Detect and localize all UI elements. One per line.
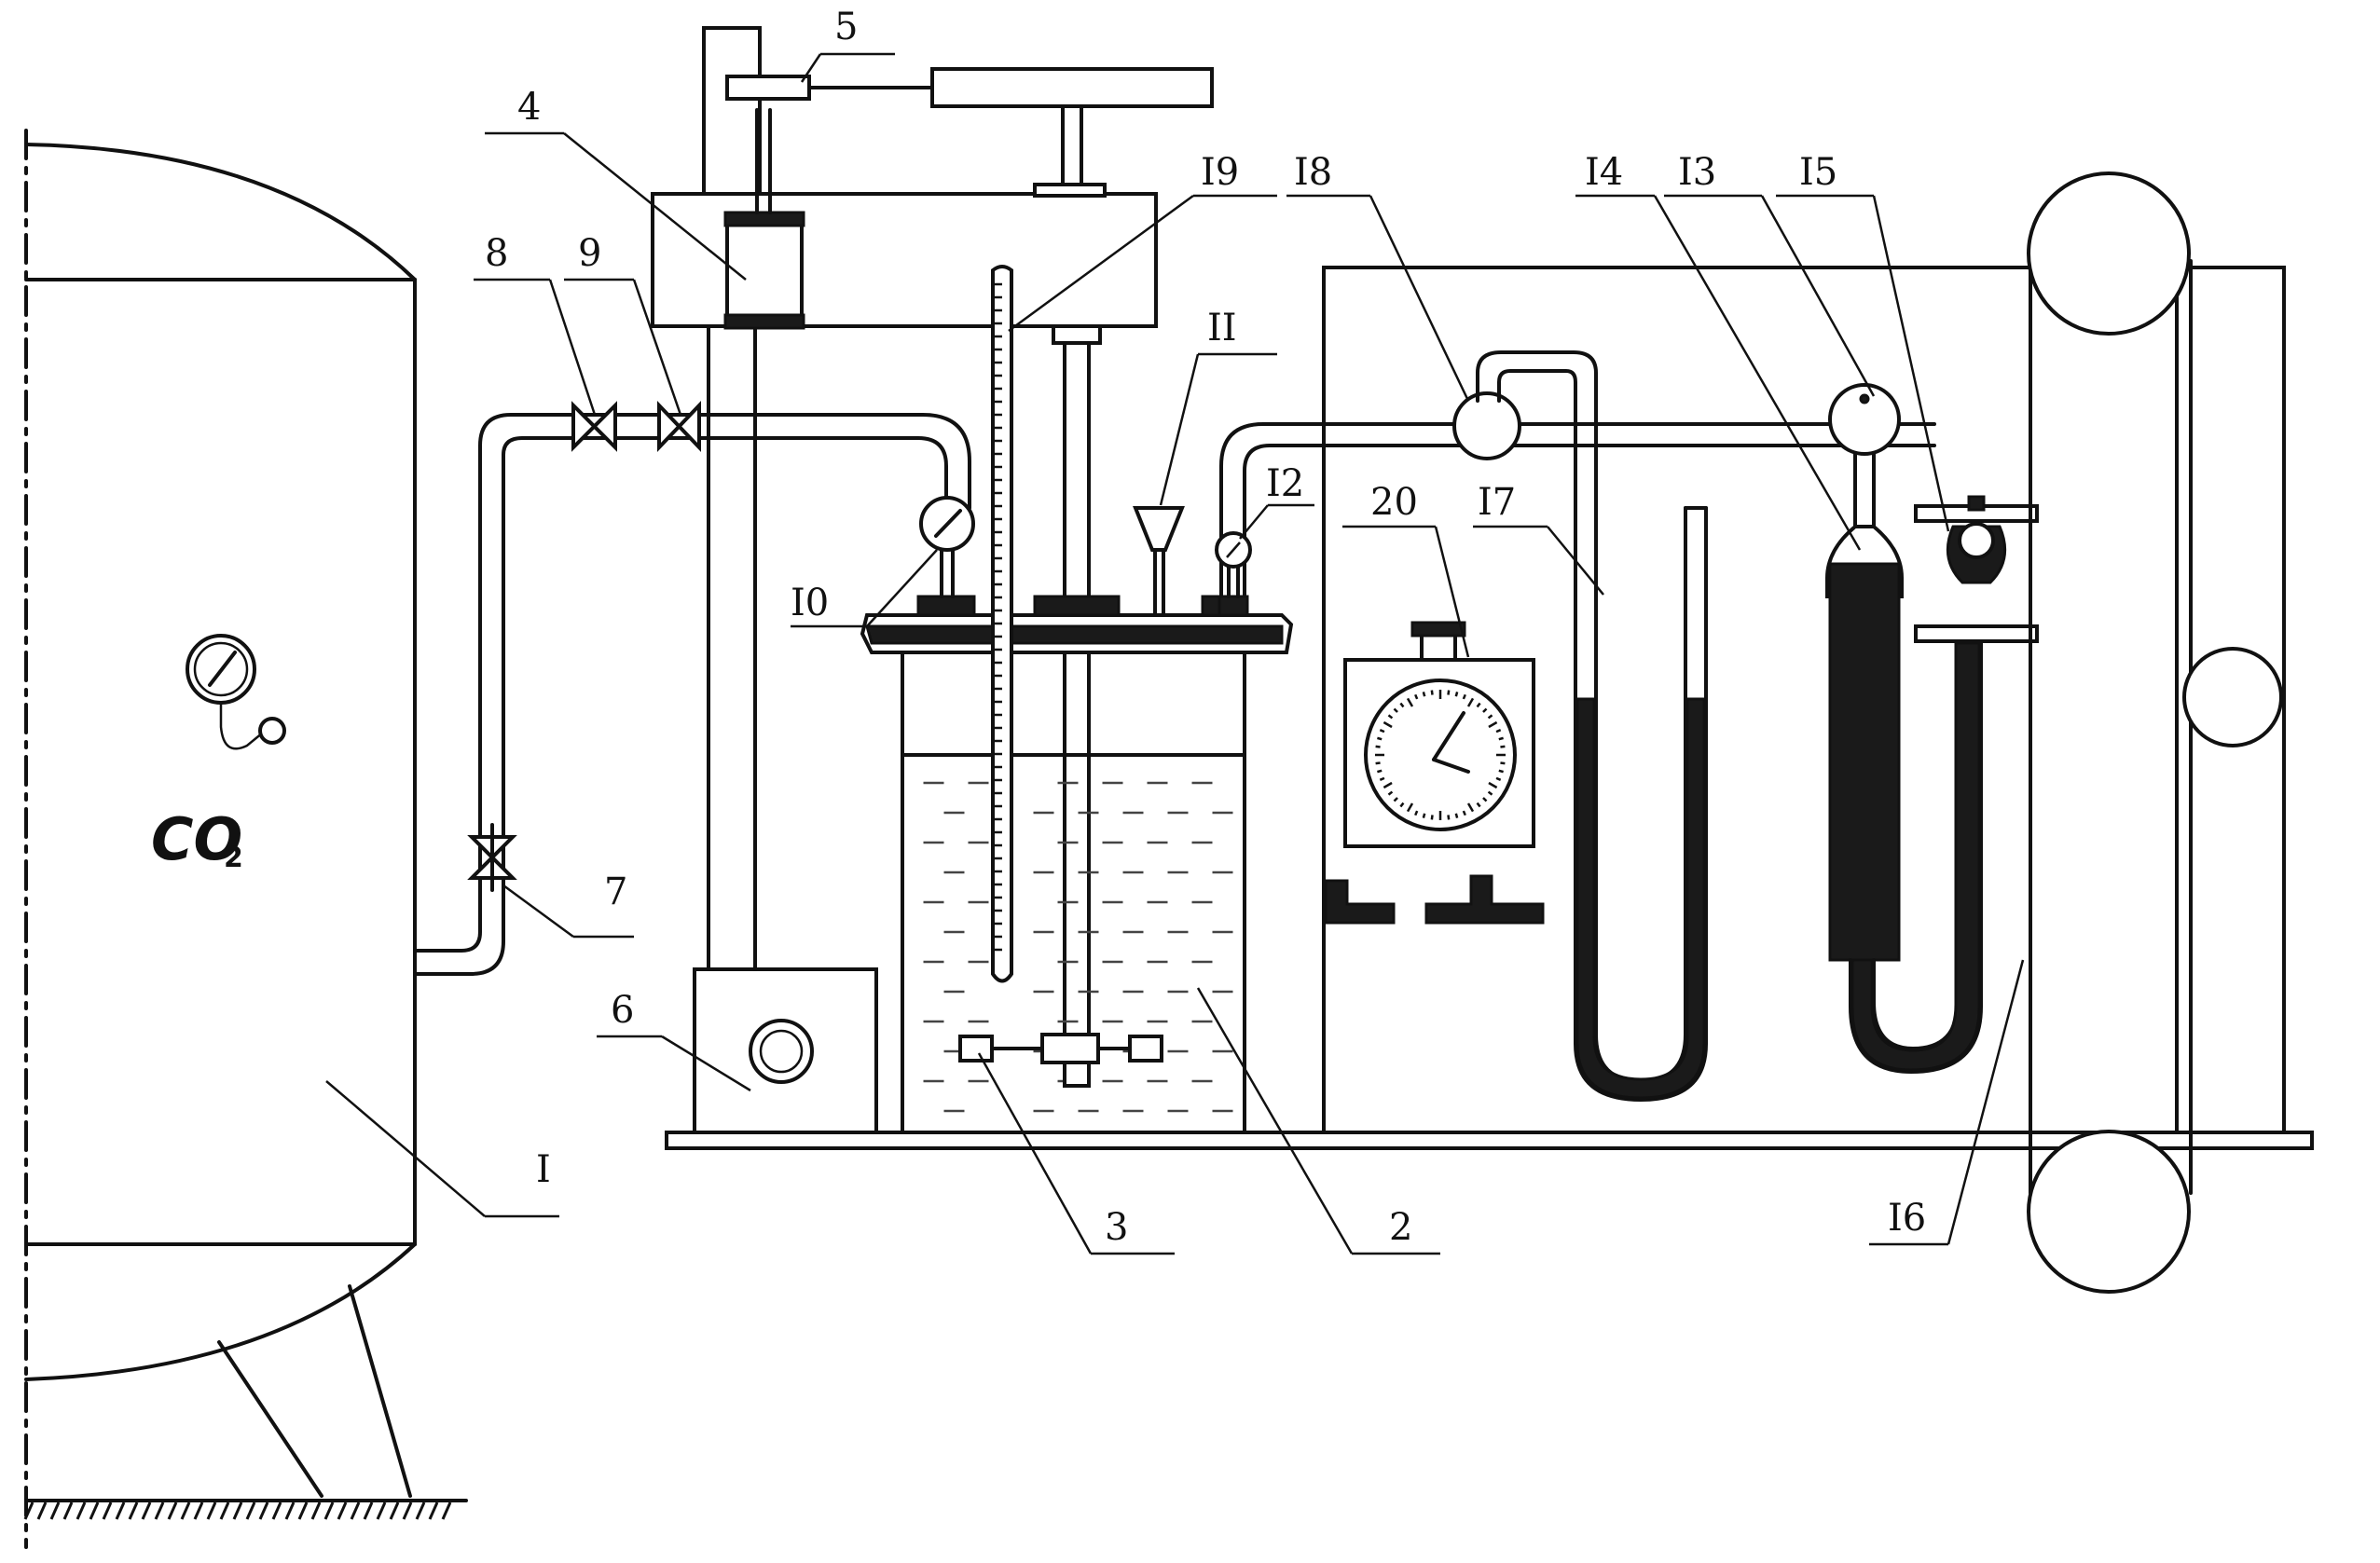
label-16: I6 bbox=[1888, 1197, 1926, 1240]
label-17: I7 bbox=[1478, 481, 1516, 524]
u-tube-manometer-17 bbox=[1574, 506, 1708, 1102]
label-8: 8 bbox=[485, 232, 508, 275]
label-1: I bbox=[536, 1148, 551, 1191]
label-19: I9 bbox=[1201, 151, 1239, 194]
gas-subscript: 2 bbox=[224, 842, 243, 874]
label-10: I0 bbox=[791, 582, 829, 624]
label-15: I5 bbox=[1799, 151, 1837, 194]
label-13: I3 bbox=[1678, 151, 1716, 194]
label-4: 4 bbox=[517, 86, 541, 129]
connector-18 bbox=[1452, 350, 1598, 598]
thermometer-icon bbox=[991, 265, 1013, 983]
ground-hatching bbox=[23, 1501, 452, 1520]
manometer-14 bbox=[1825, 525, 1983, 1074]
pressure-gauge-12-icon bbox=[1215, 531, 1252, 617]
label-14: I4 bbox=[1585, 151, 1623, 194]
label-6: 6 bbox=[611, 989, 634, 1032]
pressure-gauge-10-icon bbox=[919, 496, 975, 598]
valve-15 bbox=[1914, 495, 2039, 643]
part-labels: I 2 3 4 5 6 7 8 9 I0 II I2 I3 I4 I5 I6 I… bbox=[485, 6, 1926, 1249]
label-7: 7 bbox=[604, 871, 627, 913]
tank-pressure-gauge-icon bbox=[186, 634, 286, 750]
label-2: 2 bbox=[1389, 1206, 1412, 1249]
label-12: I2 bbox=[1266, 462, 1304, 505]
label-9: 9 bbox=[578, 232, 601, 275]
gas-label: CO bbox=[151, 805, 242, 873]
label-11: II bbox=[1207, 307, 1237, 350]
valve-8-icon bbox=[571, 401, 617, 452]
timer-clock-icon bbox=[1324, 621, 1545, 925]
gas-supply-pipe bbox=[413, 413, 971, 976]
valve-7-icon bbox=[467, 823, 517, 892]
label-5: 5 bbox=[834, 6, 858, 48]
connector-13 bbox=[1828, 383, 1901, 528]
valve-9-icon bbox=[657, 401, 701, 452]
reactor-vessel bbox=[860, 506, 1294, 1134]
leader-lines bbox=[325, 52, 2025, 1255]
label-3: 3 bbox=[1105, 1206, 1128, 1249]
co2-tank: CO 2 bbox=[23, 129, 468, 1549]
label-20: 20 bbox=[1370, 481, 1418, 524]
label-18: I8 bbox=[1294, 151, 1332, 194]
stand-16 bbox=[2027, 171, 2283, 1294]
